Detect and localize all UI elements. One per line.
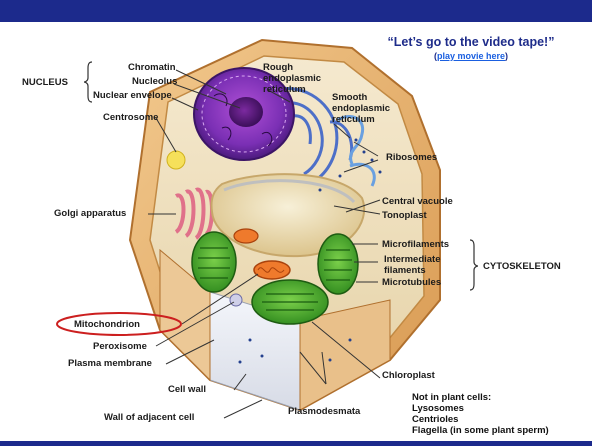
label-tonoplast: Tonoplast: [382, 210, 427, 221]
label-microtubules: Microtubules: [382, 277, 441, 288]
cytoskeleton-brace: [470, 240, 478, 290]
not-in-plant-cells-note: Not in plant cells: Lysosomes Centrioles…: [412, 392, 588, 436]
label-cytoskeleton: CYTOSKELETON: [483, 261, 561, 272]
centrosome-shape: [167, 151, 185, 169]
play-movie-link[interactable]: play movie here: [437, 51, 505, 61]
label-wall-of-adjacent-cell: Wall of adjacent cell: [104, 412, 194, 423]
label-nuclear-envelope: Nuclear envelope: [93, 90, 172, 101]
video-quote: “Let’s go to the video tape!”: [356, 35, 586, 49]
play-suffix: ): [505, 51, 508, 61]
label-smooth-er: Smooth endoplasmic reticulum: [332, 92, 390, 125]
nucleus-brace: [84, 62, 92, 102]
nucleolus-shape: [229, 97, 263, 127]
label-peroxisome: Peroxisome: [93, 341, 147, 352]
label-intermediate-filaments: Intermediate filaments: [384, 254, 441, 276]
not-in-plant-heading: Not in plant cells:: [412, 392, 588, 403]
label-plasma-membrane: Plasma membrane: [68, 358, 152, 369]
label-nucleus: NUCLEUS: [22, 77, 68, 88]
label-plasmodesmata: Plasmodesmata: [288, 406, 360, 417]
not-in-plant-item: Lysosomes: [412, 403, 588, 414]
label-central-vacuole: Central vacuole: [382, 196, 453, 207]
label-rough-er: Rough endoplasmic reticulum: [263, 62, 321, 95]
label-chloroplast: Chloroplast: [382, 370, 435, 381]
label-chromatin: Chromatin: [128, 62, 176, 73]
label-golgi-apparatus: Golgi apparatus: [54, 208, 126, 219]
label-microfilaments: Microfilaments: [382, 239, 449, 250]
label-nucleolus: Nucleolus: [132, 76, 177, 87]
not-in-plant-item: Flagella (in some plant sperm): [412, 425, 588, 436]
label-cell-wall: Cell wall: [168, 384, 206, 395]
label-mitochondrion: Mitochondrion: [74, 319, 140, 330]
label-ribosomes: Ribosomes: [386, 152, 437, 163]
play-movie-line: (play movie here): [356, 51, 586, 61]
label-centrosome: Centrosome: [103, 112, 158, 123]
peroxisome-shape: [230, 294, 242, 306]
not-in-plant-item: Centrioles: [412, 414, 588, 425]
